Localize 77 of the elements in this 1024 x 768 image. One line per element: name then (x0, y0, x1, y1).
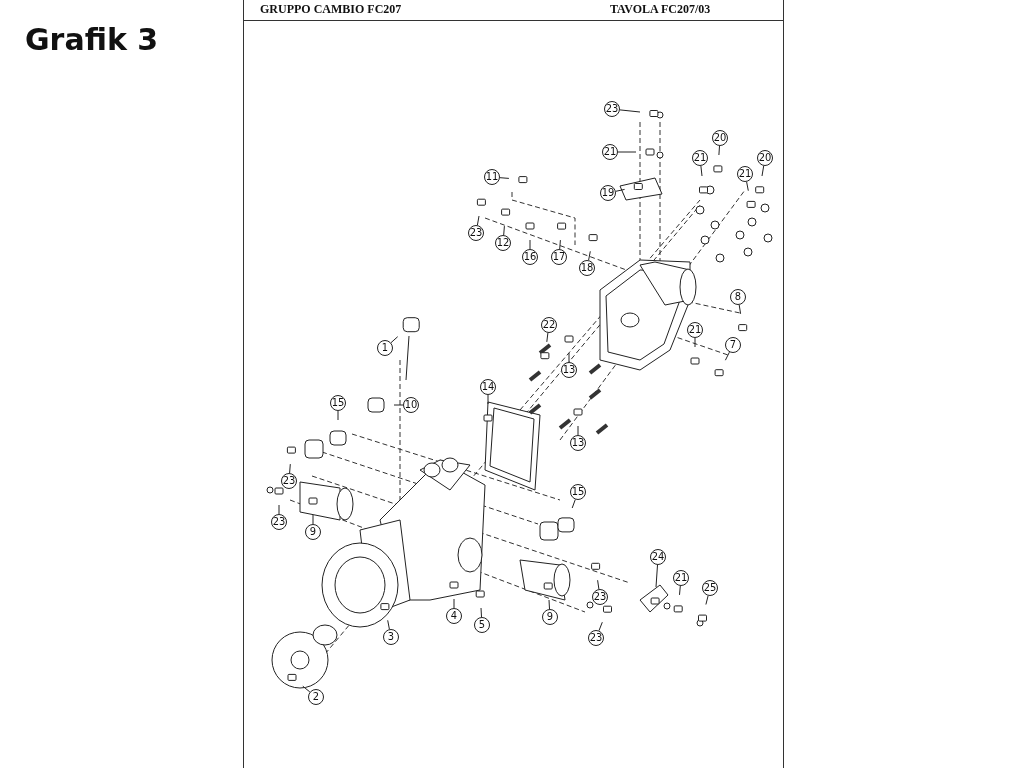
callout-number: 21 (673, 570, 689, 586)
leader-line (503, 225, 505, 236)
callout-number: 20 (712, 130, 728, 146)
leader-line (700, 165, 703, 177)
leader-line (705, 595, 709, 605)
callout-number: 21 (692, 150, 708, 166)
leader-line (480, 607, 482, 618)
callout-number: 3 (383, 629, 399, 645)
callout-number: 8 (730, 289, 746, 305)
leader-line (568, 352, 570, 363)
leader-line (302, 685, 311, 693)
callout-number: 10 (403, 397, 419, 413)
leader-line (548, 599, 550, 610)
callout-number: 9 (542, 609, 558, 625)
leader-line (598, 621, 603, 632)
callout-number: 17 (551, 249, 567, 265)
callout-number: 23 (271, 514, 287, 530)
callout-number: 15 (330, 395, 346, 411)
callout-number: 19 (600, 185, 616, 201)
leader-line (761, 165, 765, 177)
leader-line (559, 239, 561, 250)
leader-line (617, 151, 637, 153)
callout-number: 21 (602, 144, 618, 160)
callout-number: 16 (522, 249, 538, 265)
callout-number: 5 (474, 617, 490, 633)
leader-line (597, 579, 600, 590)
callout-number: 20 (757, 150, 773, 166)
callout-number: 12 (495, 235, 511, 251)
callout-number: 1 (377, 340, 393, 356)
callout-number: 23 (588, 630, 604, 646)
callout-number: 21 (687, 322, 703, 338)
callout-number: 23 (592, 589, 608, 605)
leader-line (390, 336, 399, 344)
leader-line (499, 177, 510, 179)
callout-number: 25 (702, 580, 718, 596)
figure-title: Grafik 3 (25, 22, 159, 57)
leader-line (387, 619, 390, 630)
leader-line (453, 598, 455, 609)
leader-line (746, 181, 749, 192)
leader-line (615, 188, 626, 192)
leader-line (738, 304, 742, 315)
leader-line (393, 404, 404, 406)
callout-number: 23 (468, 225, 484, 241)
callout-number: 13 (570, 435, 586, 451)
callout-number: 18 (579, 260, 595, 276)
callout-number: 13 (561, 362, 577, 378)
leader-line (679, 585, 681, 596)
callout-number: 21 (737, 166, 753, 182)
header-text: TAVOLA FC207/03 (610, 2, 711, 17)
leader-line (571, 499, 576, 509)
callout-number: 23 (604, 101, 620, 117)
leader-line (724, 351, 730, 361)
leader-line (588, 250, 591, 261)
callout-number: 24 (650, 549, 666, 565)
callout-number: 14 (480, 379, 496, 395)
leader-line (312, 514, 314, 525)
callout-number: 4 (446, 608, 462, 624)
leader-line (546, 332, 549, 343)
leader-line (529, 239, 531, 250)
leader-line (289, 463, 291, 474)
leader-line (476, 215, 480, 226)
callout-number: 23 (281, 473, 297, 489)
callout-number: 2 (308, 689, 324, 705)
callout-number: 11 (484, 169, 500, 185)
leader-line (655, 564, 658, 588)
callout-number: 9 (305, 524, 321, 540)
leader-line (487, 394, 489, 405)
callout-number: 7 (725, 337, 741, 353)
callout-number: 22 (541, 317, 557, 333)
leader-line (619, 109, 641, 113)
leader-line (577, 425, 579, 436)
callout-number: 15 (570, 484, 586, 500)
leader-line (718, 145, 720, 156)
header-text: GRUPPO CAMBIO FC207 (260, 2, 402, 17)
leader-line (694, 337, 696, 348)
leader-line (278, 504, 280, 515)
leader-line (337, 410, 339, 421)
